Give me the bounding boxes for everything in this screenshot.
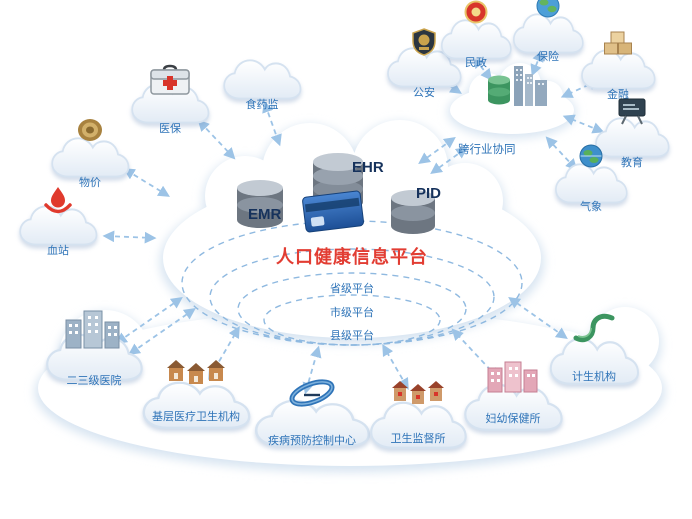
node-label: 气象: [580, 201, 602, 213]
node-jinrong: 金融: [578, 30, 658, 102]
node-hospital: 二三级医院: [42, 308, 146, 388]
emr-database-icon: [237, 180, 283, 228]
node-label: 物价: [79, 177, 101, 189]
node-label: 公安: [413, 87, 435, 99]
platform-title: 人口健康信息平台: [276, 247, 428, 267]
police-badge-icon: [411, 28, 437, 56]
cloud-shape: [138, 380, 254, 434]
hospital-buildings-icon: [64, 308, 124, 350]
hub-label: 跨行业协同: [458, 144, 516, 156]
globe-icon: [579, 144, 603, 168]
bronze-emblem-icon: [77, 118, 103, 142]
pid-label: PID: [416, 185, 442, 202]
ehr-label: EHR: [352, 159, 384, 176]
node-label: 医保: [159, 123, 181, 135]
node-jiceng: 基层医疗卫生机构: [138, 356, 254, 424]
node-label: 卫生监督所: [390, 433, 446, 445]
health-card-icon: [302, 190, 365, 233]
node-wujia: 物价: [48, 118, 132, 190]
level-province: 省级平台: [330, 283, 374, 295]
node-label: 血站: [47, 245, 69, 257]
emr-label: EMR: [248, 206, 282, 223]
gold-boxes-icon: [603, 30, 633, 56]
pid-database-icon: [391, 190, 435, 234]
node-label: 金融: [607, 89, 629, 101]
node-label: 二三级医院: [66, 375, 122, 387]
node-label: 基层医疗卫生机构: [152, 411, 240, 423]
center-databases: [237, 153, 435, 234]
first-aid-kit-icon: [148, 64, 192, 98]
blood-drop-hands-icon: [43, 186, 73, 214]
node-gongan: 公安: [384, 28, 464, 100]
node-baoxian: 保险: [510, 0, 586, 64]
node-label: 计生机构: [572, 371, 616, 383]
houses-cluster-icon: [390, 376, 446, 408]
node-label: 食药监: [245, 99, 279, 111]
node-label: 教育: [621, 157, 643, 169]
level-county: 县级平台: [330, 330, 374, 342]
cdc-swirl-logo-icon: [287, 374, 337, 412]
blackboard-icon: [617, 98, 647, 125]
village-houses-icon: [165, 356, 227, 388]
node-shiyaojian: 食药监: [220, 40, 304, 112]
node-label: 疾病预防控制中心: [268, 435, 356, 447]
node-jiaoyu: 教育: [592, 98, 672, 170]
node-label: 妇幼保健所: [485, 413, 541, 425]
red-gold-emblem-icon: [464, 0, 488, 24]
node-xuezhan: 血站: [16, 186, 100, 258]
node-qixiang: 气象: [552, 144, 630, 214]
level-city: 市级平台: [330, 307, 374, 319]
node-kuahangye-hub: [462, 64, 572, 120]
node-jisheng: 计生机构: [546, 312, 642, 384]
green-ribbon-icon: [573, 312, 615, 344]
globe-icon: [536, 0, 560, 18]
node-yibao: 医保: [128, 64, 212, 136]
city-buildings-database-icon: [480, 64, 554, 110]
